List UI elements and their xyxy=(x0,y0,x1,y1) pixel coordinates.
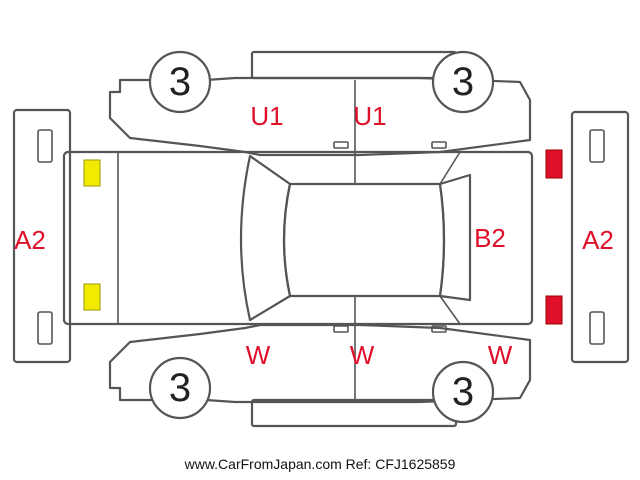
wheel-rating-front-right: 3 xyxy=(452,60,474,104)
wheel-rear-left: 3 xyxy=(148,356,212,420)
code-roof-front: U1 xyxy=(250,101,283,131)
code-door-rear-lower: W xyxy=(350,340,375,370)
wheel-front-left: 3 xyxy=(148,50,212,114)
mark-rear-lower xyxy=(545,295,563,325)
car-body-top-view xyxy=(62,150,534,326)
code-back-door: B2 xyxy=(474,223,506,253)
wheel-rating-rear-right: 3 xyxy=(452,370,474,414)
wheel-front-right: 3 xyxy=(431,50,495,114)
rear-bumper xyxy=(570,110,630,364)
code-door-front-lower: W xyxy=(246,340,271,370)
footer-reference: www.CarFromJapan.com Ref: CFJ1625859 xyxy=(184,456,456,472)
code-rear-bumper: A2 xyxy=(582,225,614,255)
front-bumper xyxy=(12,108,72,364)
code-quarter-lower: W xyxy=(488,340,513,370)
code-roof-rear: U1 xyxy=(353,101,386,131)
mark-front-lower xyxy=(83,283,101,311)
mark-rear-upper xyxy=(545,149,563,179)
wheel-rear-right: 3 xyxy=(431,360,495,424)
code-front-bumper: A2 xyxy=(14,225,46,255)
wheel-rating-rear-left: 3 xyxy=(169,366,191,410)
mark-front-upper xyxy=(83,159,101,187)
wheel-rating-front-left: 3 xyxy=(169,60,191,104)
